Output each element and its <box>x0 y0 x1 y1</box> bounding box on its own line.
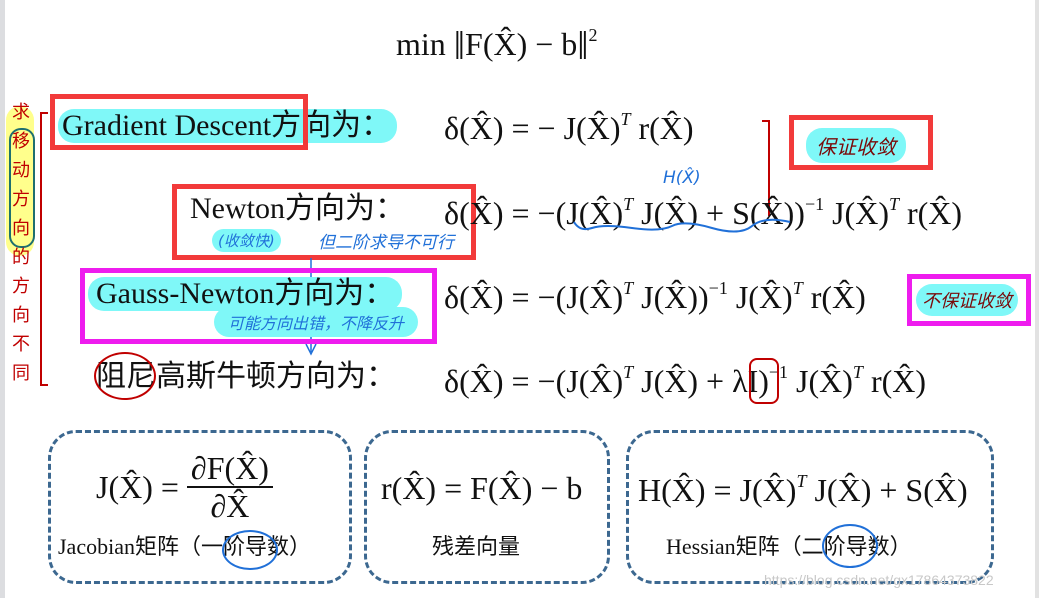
jacobian-formula: J(X̂) = ∂F(X̂) ∂X̂ <box>96 452 273 522</box>
gradient-descent-label: Gradient Descent方向为： <box>58 109 398 143</box>
second-order-circle <box>822 524 878 568</box>
no-converge-note: 不保证收敛 <box>916 284 1018 316</box>
right-scroll-edge <box>1035 0 1039 598</box>
converge-note-box <box>789 115 933 170</box>
gauss-newton-label: Gauss-Newton方向为： <box>88 277 403 311</box>
min-operator: min <box>396 26 446 62</box>
red-connector-line <box>762 120 770 216</box>
hessian-box <box>626 430 994 584</box>
gauss-newton-formula: δ(X̂) = −(J(X̂)T J(X̂))−1 J(X̂)T r(X̂) <box>444 278 866 315</box>
damping-circle <box>94 352 156 400</box>
newton-box <box>172 184 476 260</box>
left-scroll-edge <box>0 0 5 598</box>
gauss-newton-box <box>80 268 437 344</box>
side-note-circle <box>9 128 35 248</box>
no-converge-note-box <box>907 274 1031 326</box>
first-order-circle <box>222 530 278 570</box>
residual-box <box>364 430 610 584</box>
newton-fast-note: (收敛快) <box>212 229 281 252</box>
residual-caption: 残差向量 <box>432 534 521 559</box>
jacobian-box <box>48 430 352 584</box>
objective-formula: min ‖F(X̂) − b‖2 <box>396 23 598 68</box>
hessian-annotation: H(X̂) <box>663 168 701 188</box>
objective-expression: F(X̂) − b <box>465 26 578 62</box>
jacobian-fraction: ∂F(X̂) ∂X̂ <box>186 452 273 522</box>
lambda-circle <box>749 358 779 404</box>
objective-power: 2 <box>588 25 598 45</box>
side-note: 求 移 动 方 向 的 方 向 不 同 <box>12 102 30 384</box>
newton-infeasible-note: 但二阶求导不可行 <box>318 233 454 253</box>
hessian-underline <box>573 218 791 233</box>
gauss-newton-warning: 可能方向出错，不降反升 <box>214 307 419 337</box>
hessian-formula: H(X̂) = J(X̂)T J(X̂) + S(X̂) <box>638 471 968 508</box>
newton-formula: δ(X̂) = −(J(X̂)T J(X̂) + S(X̂))−1 J(X̂)T… <box>444 194 963 231</box>
converge-note: 保证收敛 <box>806 128 906 163</box>
side-bracket <box>40 112 48 386</box>
lm-formula: δ(X̂) = −(J(X̂)T J(X̂) + λI)−1 J(X̂)T r(… <box>444 362 927 399</box>
gradient-descent-box <box>50 94 308 150</box>
newton-label: Newton方向为： <box>190 192 405 225</box>
residual-formula: r(X̂) = F(X̂) − b <box>381 470 583 506</box>
watermark: https://blog.csdn.net/gx17864373822 <box>764 572 994 588</box>
gradient-descent-formula: δ(X̂) = − J(X̂)T r(X̂) <box>444 109 694 146</box>
